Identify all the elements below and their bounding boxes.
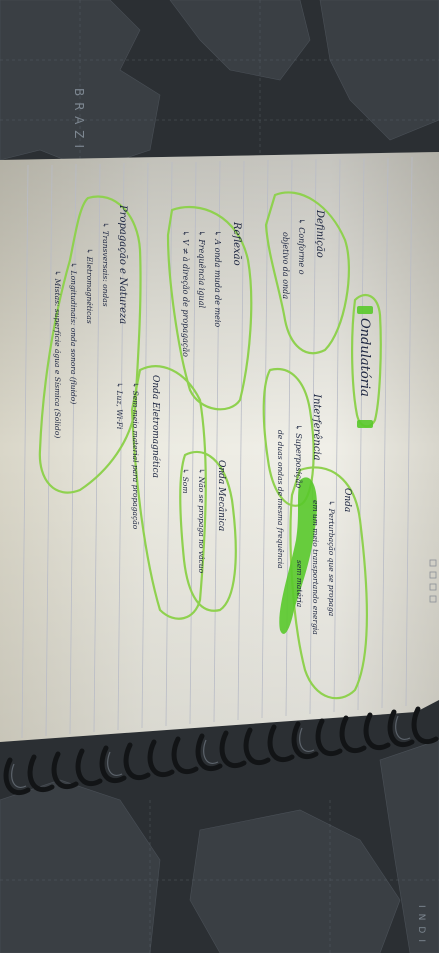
section-reflexao-line: ↳ A onda muda de meio	[213, 230, 222, 328]
section-propagacao-line: ↳ Transversais: ondas	[101, 222, 110, 307]
section-onda-mecanica-line: ↳ Não se propaga no vácuo	[197, 468, 206, 574]
section-propagacao-line: ↳ Longitudinais: onda sonora (fluido)	[69, 262, 78, 405]
section-interferencia-heading: Interferência	[311, 394, 322, 461]
section-definicao-heading: Definição	[314, 210, 325, 258]
page-shadow	[0, 152, 439, 742]
section-definicao-line: ↳ Conforme o	[297, 218, 306, 275]
margin-boxes	[429, 559, 437, 603]
section-onda-eletro-line: ↳ Sem meio material para propagação	[131, 382, 140, 530]
map-label-country: BRAZI	[72, 88, 86, 155]
map-label-ocean: INDI	[416, 905, 426, 948]
section-propagacao-line: ↳ Eletromagnéticas	[85, 248, 94, 324]
notes-title: Ondulatória	[357, 318, 372, 397]
section-onda-eletro-line: ↳ Luz, Wi-Fi	[115, 382, 124, 430]
marker-stroke	[279, 306, 373, 634]
section-onda-mecanica-line: ↳ Som	[181, 468, 190, 494]
section-interferencia-line: de duas ondas de mesma frequência	[276, 430, 285, 569]
section-onda-eletro-heading: Onda Eletromagnética	[150, 375, 160, 478]
section-definicao-line: objetivo da onda	[281, 232, 290, 300]
spiral-highlights	[11, 715, 411, 788]
section-reflexao-heading: Reflexão	[231, 222, 242, 266]
section-propagacao-line: ↳ Mistas: superfície água e Sísmica (Sól…	[53, 270, 62, 439]
section-propagacao-heading: Propagação e Natureza	[117, 205, 128, 325]
section-onda-line: em um meio transportando energia	[311, 500, 320, 635]
section-onda-heading: Onda	[342, 488, 352, 513]
section-reflexao-line: ↳ V ≠ à direção de propagação	[181, 230, 190, 357]
section-interferencia-line: ↳ Superposição	[294, 424, 303, 489]
section-onda-mecanica-heading: Onda Mecânica	[216, 460, 226, 532]
section-reflexao-line: ↳ Frequência igual	[197, 230, 206, 309]
section-onda-line: sem matéria	[295, 560, 304, 608]
section-onda-line: ↳ Perturbação que se propaga	[327, 500, 336, 617]
spiral-binding	[3, 706, 439, 796]
